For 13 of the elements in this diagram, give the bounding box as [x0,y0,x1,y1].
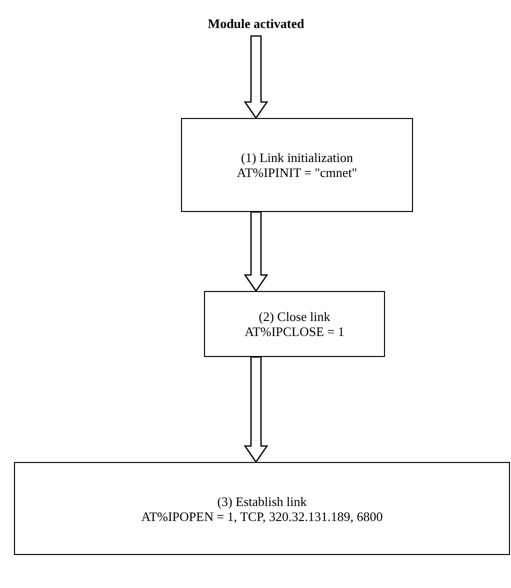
process-box [204,291,385,357]
process-box [181,118,413,212]
command-text: AT%IPCLOSE = 1 [244,324,344,339]
block-arrow [244,211,268,292]
command-text: AT%IPINIT = "cmnet" [236,165,358,180]
step-title: (3) Establish link [217,494,307,508]
start-label: Module activated [208,16,304,30]
process-box [14,462,510,555]
command-text: AT%IPOPEN = 1, TCP, 320.32.131.189, 6800 [141,508,383,524]
block-arrow [244,35,268,120]
step-title: (1) Link initialization [241,150,353,165]
block-arrow [244,356,268,464]
step-title: (2) Close link [258,309,330,324]
